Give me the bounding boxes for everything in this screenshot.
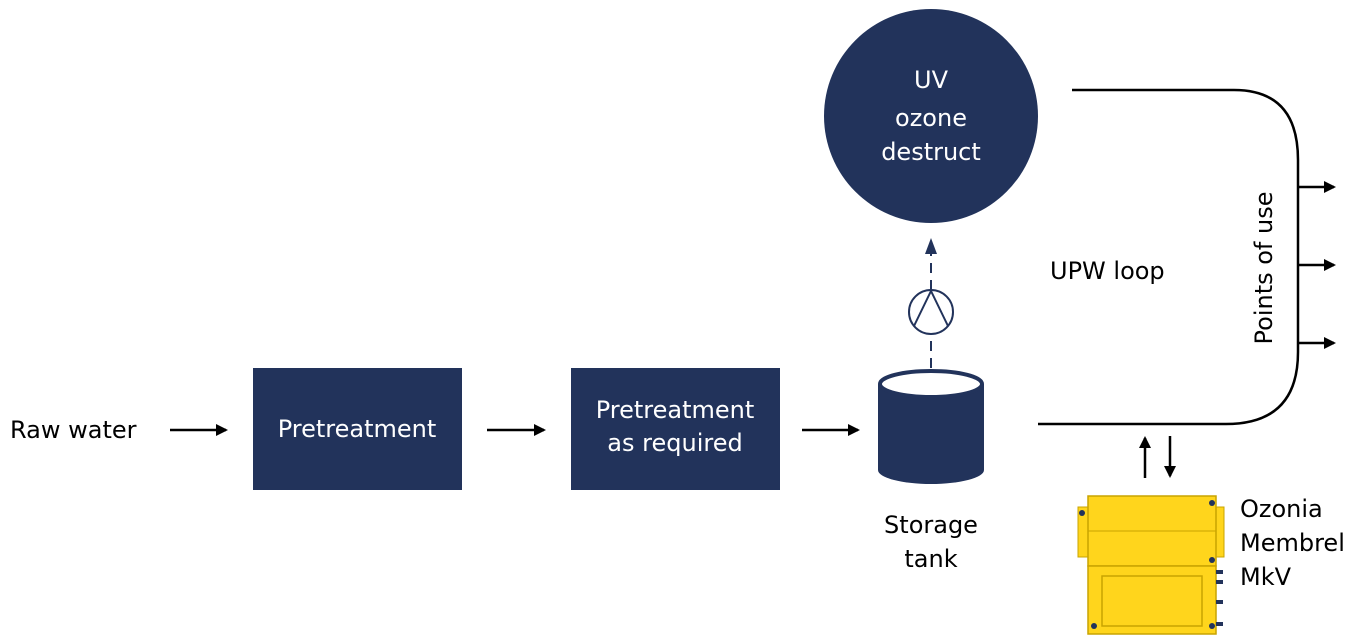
uv-line2: ozone [895,104,967,132]
points-of-use-label: Points of use [1250,192,1278,345]
uv-ozone-destruct-circle: UV ozone destruct [824,9,1038,223]
pretreatment-required-line2: as required [607,429,742,457]
generator-label-line3: MkV [1240,563,1292,591]
upw-loop-label: UPW loop [1050,257,1165,285]
pretreatment-required-line1: Pretreatment [596,396,755,424]
pretreatment-as-required-block: Pretreatment as required [571,368,780,490]
upw-loop-line [1038,88,1300,426]
pretreatment-label: Pretreatment [278,415,437,443]
generator-label-line2: Membrel [1240,529,1345,557]
uv-line1: UV [914,66,949,94]
pretreatment-block: Pretreatment [253,368,462,490]
pump-icon [908,288,954,335]
generator-label-line1: Ozonia [1240,495,1323,523]
storage-tank-icon [878,369,984,484]
raw-water-label: Raw water [10,416,137,444]
ozone-generator-icon [1077,495,1225,635]
storage-tank-label-line1: Storage [884,511,978,539]
uv-line3: destruct [881,138,981,166]
storage-tank-label-line2: tank [904,545,957,573]
